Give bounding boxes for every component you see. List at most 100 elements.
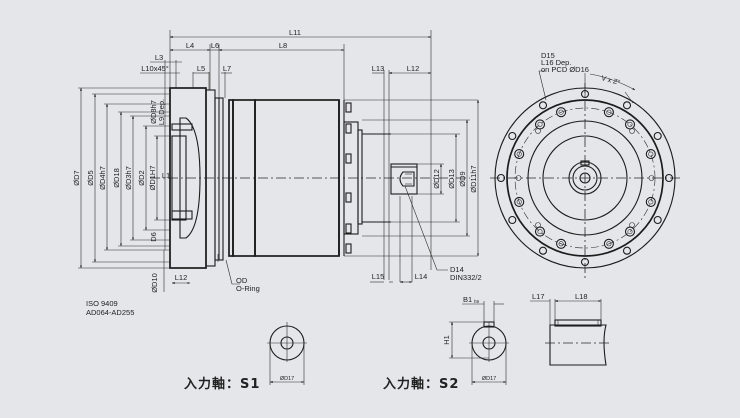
outer-hole [496,173,506,183]
inner-bolt [603,238,614,249]
label-pcd: on PCD ØD16 [541,65,589,74]
outer-hole [580,257,590,267]
label-d18: ØD18 [112,168,121,188]
inner-bolt-core [516,199,522,205]
inner-bolt-core [537,229,543,235]
label-d6: D6 [149,232,158,242]
label-l15: L15 [372,272,385,281]
outer-hole [664,173,674,183]
inner-bolt-core [627,121,633,127]
housing-circle [506,99,664,257]
pin-hole [535,222,541,228]
label-oring: O-Ring [236,284,260,293]
inner-bolt-core [606,109,612,115]
label-d4: ØD4h7 [98,166,107,190]
s2-dia-label: ØD17 [482,376,496,382]
label-l9-dep: L9 Dep. [157,99,166,125]
inner-bolt-core [648,199,654,205]
shaft-side-view: L17 L18 [530,292,612,366]
label-l3: L3 [155,53,163,62]
inner-bolt [624,119,636,130]
input-shaft [390,163,418,195]
outer-hole [508,215,517,225]
outer-bolt-holes [496,89,674,267]
small-holes [515,128,655,228]
caption-s1: 入力軸：S1 [184,377,261,392]
pin-hole [629,128,635,134]
label-d9: ØD9 [458,171,467,186]
label-l13: L13 [372,64,385,73]
dimension-lines-right [163,99,479,292]
inner-bolt-core [516,151,522,157]
outer-hole [508,131,517,141]
label-l8: L8 [279,41,287,50]
s2-key-width-tol: h9 [474,299,480,304]
label-l6-top: L6 [211,41,219,50]
label-l12-bottom: L12 [175,273,188,282]
label-d12: ØD12 [432,169,441,189]
inner-bolt [556,107,567,118]
label-d15: D15 [541,51,555,60]
standard-note: ISO 9409 AD064-AD255 [86,299,135,317]
pin-hole [515,175,522,181]
standard-iso: ISO 9409 [86,299,118,308]
center-hole-leader [404,185,448,271]
pin-hole [629,222,635,228]
outer-hole [538,101,548,110]
label-d13: ØD13 [447,169,456,189]
inner-bolt-core [558,241,564,247]
bolt-heads [345,102,352,254]
label-d14: D14 [450,265,464,274]
inner-bolt [603,107,614,118]
inner-bolts [514,107,656,249]
s2-height-label: H1 [442,335,451,345]
standard-range: AD064-AD255 [86,307,135,317]
hole-leader [538,70,547,101]
center-hole [399,171,415,187]
inner-bolt-core [606,241,612,247]
inner-bolt [534,226,546,237]
label-d2: ØD2 [137,170,146,185]
outer-hole [622,101,632,110]
label-d7: ØD7 [72,170,81,185]
label-l7: L7 [223,64,231,73]
inner-bolt [534,119,546,130]
dimension-lines-left [80,60,166,269]
shaft-s2-view: ØD17 B1 h9 H1 [442,295,509,385]
inner-bolt [624,226,636,237]
inner-bolt-core [537,121,543,127]
inner-bolt [645,196,656,207]
label-l14: L14 [415,272,428,281]
inner-bolt-core [648,151,654,157]
label-l11: L11 [289,28,301,37]
label-d3: ØD3h7 [124,166,133,190]
label-l18: L18 [575,292,588,301]
inner-bolt-core [558,109,564,115]
label-din332: DIN332/2 [450,273,482,282]
label-d5: ØD5 [86,170,95,185]
inner-bolt [514,149,525,160]
inner-bolt-core [627,229,633,235]
label-oring-od: OD [236,276,248,285]
caption-s2: 入力軸：S2 [383,377,460,392]
label-l16-dep: L16 Dep. [541,58,571,67]
label-d10: ØD10 [150,273,159,293]
label-d1: ØD1H7 [148,165,157,190]
label-d11: ØD11h7 [469,165,478,192]
outer-hole [653,131,662,141]
shaft-s1-view: ØD17 [267,322,307,385]
label-chamfer: L10x45° [141,64,169,73]
oring-leader [225,259,240,285]
outer-hole [653,215,662,225]
inner-bolt [514,196,525,207]
s2-key-width-label: B1 [463,295,472,304]
label-l5: L5 [197,64,205,73]
label-angle: V x Z° [600,74,621,87]
tapped-hole [171,210,193,220]
pin-hole [535,128,541,134]
outer-hole [538,246,548,255]
side-view: L11 L4 L6 L8 L3 L10x45° L5 L7 L13 L12 L1… [72,28,482,293]
extension-lines [78,30,478,282]
label-d8: ØD8h7 [149,100,158,124]
